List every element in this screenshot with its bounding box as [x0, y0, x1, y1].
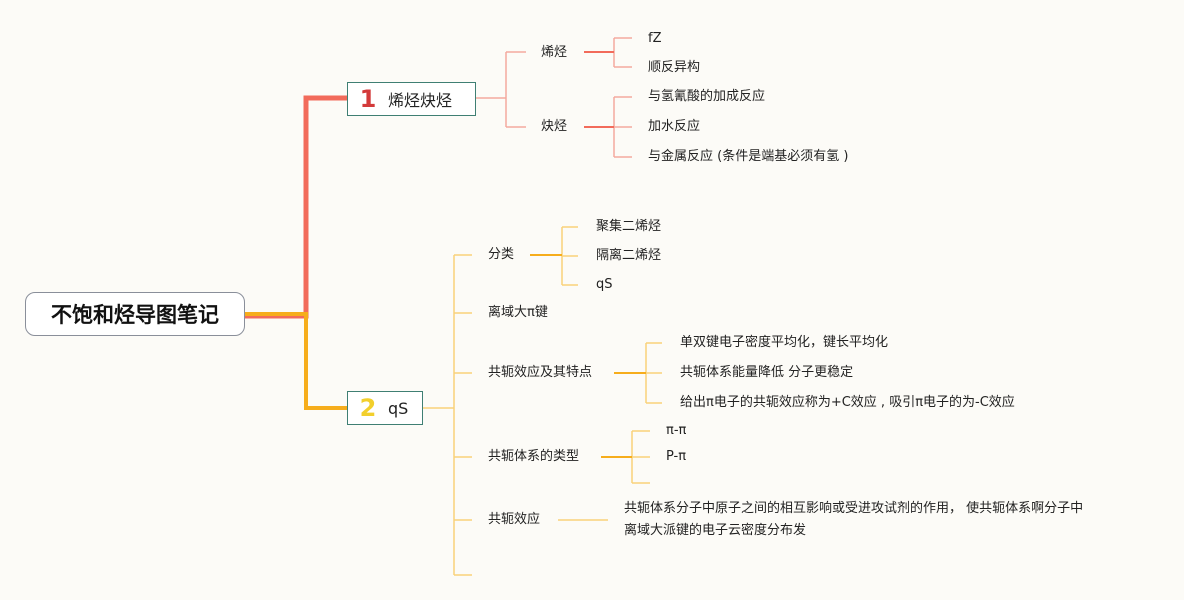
conj-types-item-2[interactable]: P-π	[666, 449, 687, 464]
classification-item-1[interactable]: 聚集二烯烃	[596, 219, 662, 234]
alkyne-item-1[interactable]: 与氢氰酸的加成反应	[648, 89, 766, 104]
conj-effect-node[interactable]: 共轭效应	[488, 512, 541, 527]
alkene-item-2[interactable]: 顺反异构	[648, 60, 701, 75]
alkyne-item-2[interactable]: 加水反应	[648, 119, 701, 134]
conj-types-item-1[interactable]: π-π	[666, 423, 687, 438]
conj-features-item-2[interactable]: 共轭体系能量降低 分子更稳定	[680, 365, 854, 380]
root-label: 不饱和烃导图笔记	[51, 303, 219, 327]
classification-item-2[interactable]: 隔离二烯烃	[596, 248, 662, 263]
conj-features-node[interactable]: 共轭效应及其特点	[488, 365, 593, 380]
connector-branch1-children	[476, 51, 526, 128]
alkyne-node[interactable]: 炔烃	[541, 119, 568, 134]
alkene-item-1[interactable]: fZ	[648, 31, 662, 46]
connector-branch2-children	[423, 254, 472, 576]
alkyne-item-3[interactable]: 与金属反应 (条件是端基必须有氢 )	[648, 149, 849, 164]
branch2-number: 2	[359, 394, 377, 422]
branch1-number: 1	[359, 85, 377, 113]
alkene-node[interactable]: 烯烃	[541, 45, 568, 60]
root-node[interactable]: 不饱和烃导图笔记	[25, 292, 245, 336]
branch2-label: qS	[388, 398, 409, 418]
branch2-node[interactable]: 2 qS	[347, 391, 423, 425]
classification-item-3[interactable]: qS	[596, 277, 613, 292]
branch1-node[interactable]: 1 烯烃炔烃	[347, 82, 476, 116]
conj-features-item-3[interactable]: 给出π电子的共轭效应称为+C效应 , 吸引π电子的为-C效应	[680, 395, 1015, 410]
conj-features-item-1[interactable]: 单双键电子密度平均化，键长平均化	[680, 335, 889, 350]
connector-root-branch1	[245, 95, 347, 319]
conj-effect-desc-line1[interactable]: 共轭体系分子中原子之间的相互影响或受进攻试剂的作用， 使共轭体系啊分子中	[624, 501, 1084, 516]
conj-types-node[interactable]: 共轭体系的类型	[488, 449, 580, 464]
conj-effect-desc-line2[interactable]: 离域大派键的电子云密度分布发	[624, 523, 807, 538]
delocalized-node[interactable]: 离域大π键	[488, 305, 548, 320]
branch1-label: 烯烃炔烃	[388, 91, 453, 110]
classification-node[interactable]: 分类	[488, 247, 515, 262]
connector-root-branch2	[245, 312, 347, 410]
